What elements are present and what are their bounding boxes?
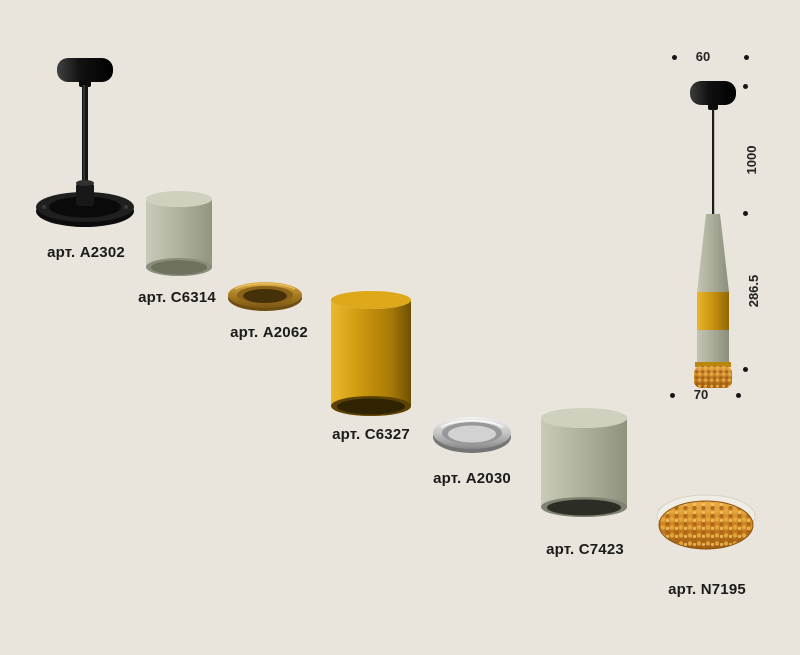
dim-cable-length: 1000 — [744, 145, 759, 175]
assembled-pendant-image — [677, 76, 749, 396]
ceiling-mount-image — [30, 52, 140, 242]
dim-marker-dot — [743, 211, 748, 216]
part-label-n7195: арт. N7195 — [668, 581, 746, 598]
dim-marker-dot — [743, 367, 748, 372]
cylinder-sage-bottom-image — [540, 407, 628, 519]
dim-marker-dot — [743, 84, 748, 89]
part-label-a2030: арт. A2030 — [433, 470, 511, 487]
dim-marker-dot — [736, 393, 741, 398]
part-label-a2302: арт. A2302 — [47, 244, 125, 261]
part-label-a2062: арт. A2062 — [230, 324, 308, 341]
ring-chrome-image — [432, 415, 512, 455]
part-label-c7423: арт. C7423 — [546, 541, 624, 558]
crystal-diffuser-image — [656, 490, 756, 560]
dim-top-width: 60 — [695, 49, 711, 64]
dim-marker-dot — [670, 393, 675, 398]
dim-bottom-width: 70 — [693, 387, 709, 402]
dim-marker-dot — [672, 55, 677, 60]
ring-gold-image — [227, 280, 303, 312]
cylinder-sage-top-image — [145, 190, 213, 278]
dim-body-height: 286.5 — [746, 274, 761, 308]
cylinder-gold-image — [330, 290, 412, 418]
part-label-c6314: арт. C6314 — [138, 289, 216, 306]
part-label-c6327: арт. C6327 — [332, 426, 410, 443]
dim-marker-dot — [744, 55, 749, 60]
